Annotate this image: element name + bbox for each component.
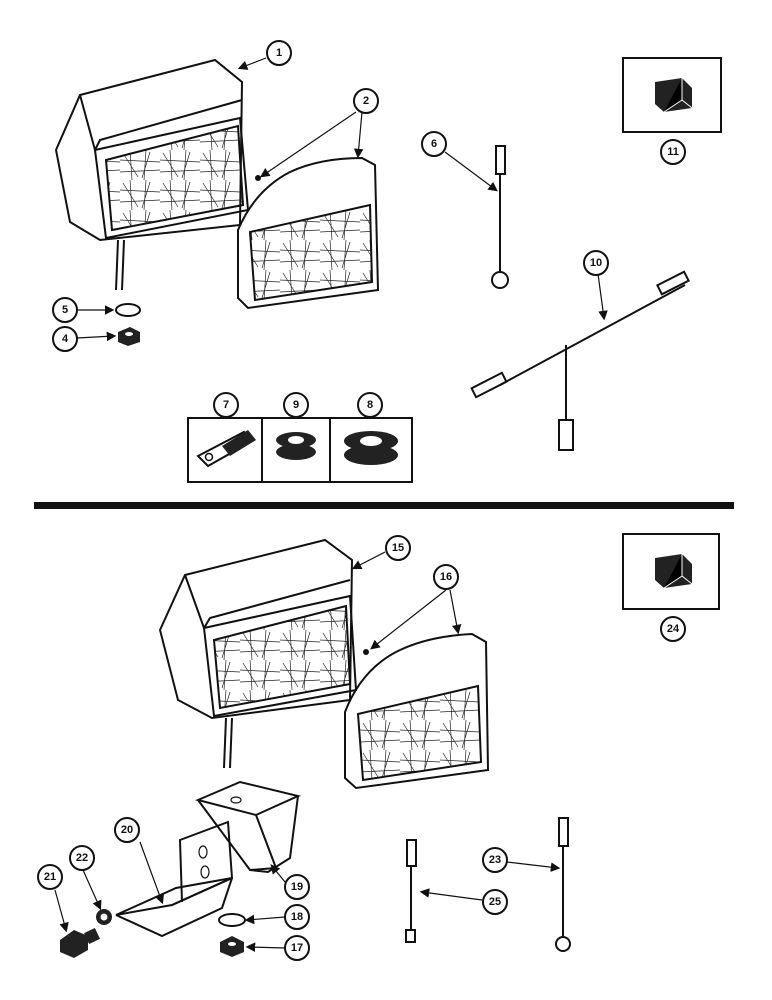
callout-label: 16: [440, 571, 452, 583]
wire-lead-23: [555, 817, 571, 952]
callout-label: 15: [392, 542, 404, 554]
callout-label: 10: [590, 257, 602, 269]
callout-4: 4: [52, 326, 78, 352]
callout-label: 17: [291, 942, 303, 954]
callout-20: 20: [114, 817, 140, 843]
callout-18: 18: [284, 904, 310, 930]
callout-11: 11: [660, 139, 686, 165]
callout-17: 17: [284, 935, 310, 961]
callout-21: 21: [37, 864, 63, 890]
callout-2: 2: [353, 88, 379, 114]
washer-5: [115, 303, 141, 317]
lamp-assembly-1: [54, 58, 250, 291]
callout-8: 8: [357, 392, 383, 418]
callout-label: 4: [62, 333, 69, 345]
leader-lines: [54, 57, 608, 952]
hardware-box: [187, 417, 413, 483]
callout-label: 21: [44, 871, 56, 883]
relay-box-24: [622, 533, 720, 610]
callout-19: 19: [284, 874, 310, 900]
callout-label: 6: [431, 138, 437, 150]
wire-lead-6: [491, 145, 509, 289]
callout-label: 18: [291, 911, 303, 923]
callout-10: 10: [583, 250, 609, 276]
callout-label: 8: [367, 399, 373, 411]
lock-washer-22: [96, 909, 112, 925]
callout-25: 25: [482, 889, 508, 915]
callout-7: 7: [213, 392, 239, 418]
callout-5: 5: [52, 297, 78, 323]
callout-label: 20: [121, 824, 133, 836]
washer-18: [218, 913, 246, 927]
callout-label: 7: [223, 399, 229, 411]
callout-label: 9: [293, 399, 299, 411]
nut-4: [118, 327, 140, 346]
lamp-lens-2: [237, 156, 380, 310]
bolt-21: [60, 928, 100, 958]
wire-lead-25: [405, 839, 417, 943]
callout-label: 22: [76, 852, 88, 864]
nut-17: [220, 936, 244, 957]
callout-label: 25: [489, 896, 501, 908]
harness-10: [470, 270, 690, 451]
section-divider: [34, 502, 734, 509]
callout-9: 9: [283, 392, 309, 418]
callout-label: 19: [291, 881, 303, 893]
callout-label: 24: [667, 623, 680, 635]
callout-24: 24: [660, 616, 686, 642]
callout-label: 23: [489, 854, 501, 866]
lamp-lens-16: [344, 632, 490, 790]
relay-box-11: [622, 57, 722, 133]
callout-label: 11: [667, 146, 679, 158]
callout-label: 1: [276, 47, 282, 59]
callout-label: 5: [62, 304, 68, 316]
lamp-assembly-15: [158, 538, 358, 769]
callout-1: 1: [266, 40, 292, 66]
callout-label: 2: [363, 95, 369, 107]
callout-23: 23: [482, 847, 508, 873]
callout-6: 6: [421, 131, 447, 157]
callout-16: 16: [433, 564, 459, 590]
callout-15: 15: [385, 535, 411, 561]
callout-22: 22: [69, 845, 95, 871]
